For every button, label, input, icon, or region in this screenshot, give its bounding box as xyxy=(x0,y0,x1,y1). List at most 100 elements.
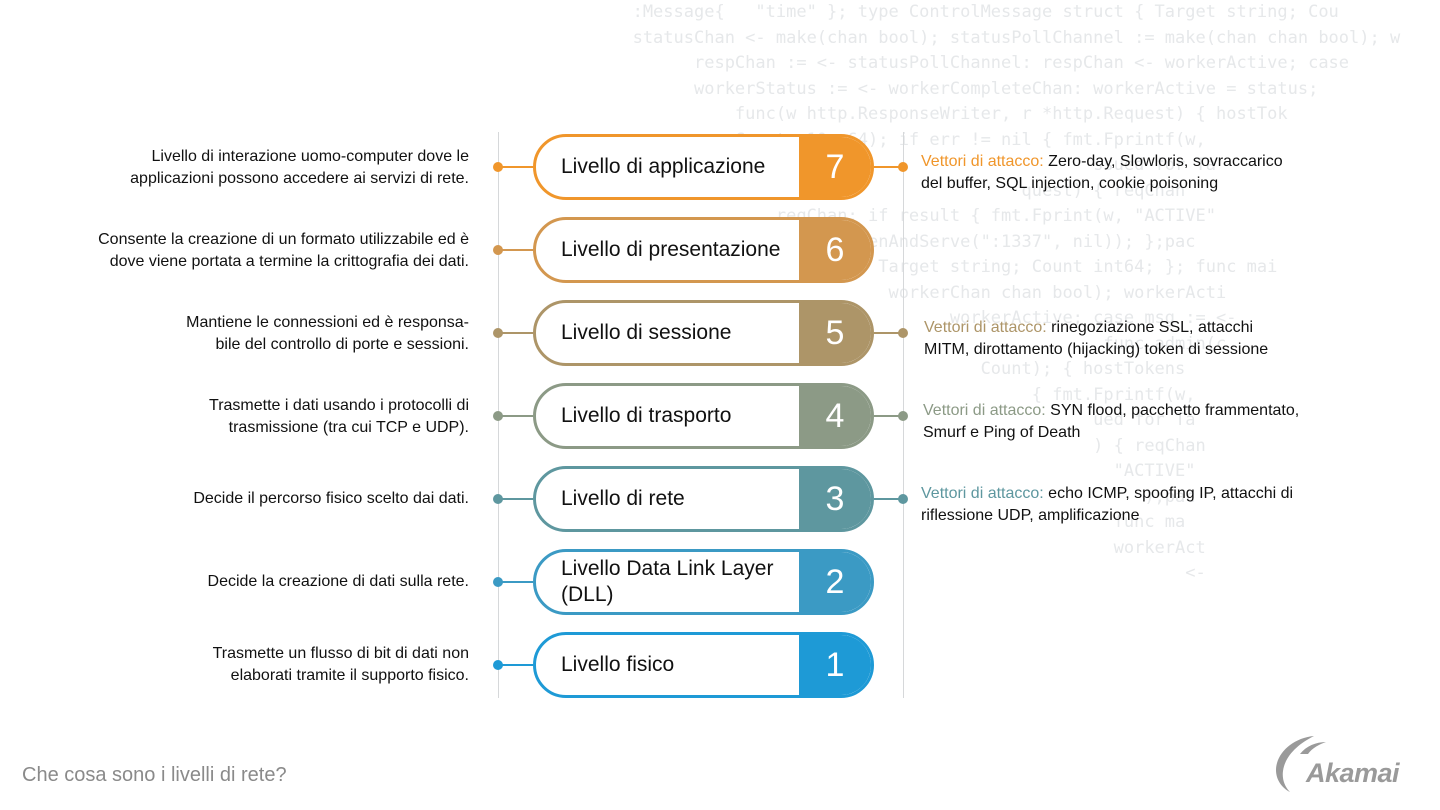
connector-dot-right xyxy=(898,328,908,338)
connector-line-left xyxy=(498,498,533,500)
layer-number-badge: 2 xyxy=(799,552,871,612)
layer-description: Trasmette i dati usando i protocolli di t… xyxy=(9,395,469,439)
layer-number-badge: 5 xyxy=(799,303,871,363)
attack-vectors: Vettori di attacco: Zero-day, Slowloris,… xyxy=(921,151,1361,195)
attack-vectors-text-continued: del buffer, SQL injection, cookie poison… xyxy=(921,175,1219,192)
attack-vectors-label: Vettori di attacco: xyxy=(924,319,1047,336)
layer-1: Livello fisico 1 xyxy=(533,632,874,698)
layer-name: Livello di sessione xyxy=(561,321,732,344)
connector-dot-right xyxy=(898,411,908,421)
attack-vectors: Vettori di attacco: echo ICMP, spoofing … xyxy=(921,483,1361,527)
attack-vectors-line: Vettori di attacco: rinegoziazione SSL, … xyxy=(924,317,1364,339)
attack-vectors-text: SYN flood, pacchetto frammentato, xyxy=(1045,402,1300,419)
connector-line-left xyxy=(498,166,533,168)
attack-vectors: Vettori di attacco: rinegoziazione SSL, … xyxy=(924,317,1364,361)
layer-description-line: Trasmette un flusso di bit di dati non xyxy=(212,645,469,662)
connector-line-right xyxy=(874,415,903,417)
layer-pill: Livello di rete 3 xyxy=(533,466,874,532)
attack-vectors-line: Vettori di attacco: SYN flood, pacchetto… xyxy=(923,400,1363,422)
footer-title: Che cosa sono i livelli di rete? xyxy=(22,764,287,786)
connector-dot-left xyxy=(493,245,503,255)
background-code-line: ued for Ta xyxy=(1093,410,1196,430)
background-code-line: statusChan <- make(chan bool); statusPol… xyxy=(520,27,1401,48)
background-code-line: "ACTIVE" xyxy=(1113,461,1196,481)
background-code-line: func ma xyxy=(1113,512,1186,532)
attack-vectors: Vettori di attacco: SYN flood, pacchetto… xyxy=(923,400,1363,444)
layer-6: Livello di presentazione 6 xyxy=(533,217,874,283)
attack-vectors-line: Vettori di attacco: Zero-day, Slowloris,… xyxy=(921,151,1361,173)
layer-description: Decide la creazione di dati sulla rete. xyxy=(9,571,469,593)
attack-vectors-text-continued: Smurf e Ping of Death xyxy=(923,424,1081,441)
layer-description-line: Decide la creazione di dati sulla rete. xyxy=(207,573,469,590)
layer-3: Livello di rete 3 xyxy=(533,466,874,532)
attack-vectors-label: Vettori di attacco: xyxy=(923,402,1046,419)
layer-description-line: Mantiene le connessioni ed è responsa- xyxy=(186,314,469,331)
layer-name: Livello di trasporto xyxy=(561,404,732,427)
connector-dot-left xyxy=(493,577,503,587)
layer-description: Consente la creazione di un formato util… xyxy=(9,229,469,273)
background-code-line: { fmt.Fprintf(w, xyxy=(1031,384,1196,405)
background-code-line: workerStatus := <- workerCompleteChan: w… xyxy=(520,78,1319,99)
layer-number-badge: 7 xyxy=(799,137,871,197)
connector-line-right xyxy=(874,332,903,334)
attack-vectors-text: echo ICMP, spoofing IP, attacchi di xyxy=(1043,485,1294,502)
layer-description: Mantiene le connessioni ed è responsa-bi… xyxy=(9,312,469,356)
layer-number-badge: 4 xyxy=(799,386,871,446)
background-code-line: ssued for Ta xyxy=(1093,155,1216,175)
layer-description-line: trasmissione (tra cui TCP e UDP). xyxy=(228,419,469,436)
layer-description-line: elaborati tramite il supporto fisico. xyxy=(230,667,469,684)
layer-number-badge: 3 xyxy=(799,469,871,529)
layer-number-badge: 1 xyxy=(799,635,871,695)
background-code-line: Count); { hostTokens xyxy=(520,359,1186,379)
layer-name: Livello di presentazione xyxy=(561,238,781,261)
background-code-line: workerChan chan bool); workerActi xyxy=(520,282,1227,303)
background-code-line: reqChan; if result { fmt.Fprint(w, "ACTI… xyxy=(520,206,1216,226)
connector-line-left xyxy=(498,332,533,334)
background-code-texture: :Message{ "time" }; type ControlMessage … xyxy=(520,0,1440,660)
layer-2: Livello Data Link Layer (DLL)2 xyxy=(533,549,874,615)
connector-dot-left xyxy=(493,162,503,172)
layer-description: Livello di interazione uomo-computer dov… xyxy=(9,146,469,190)
layer-pill: Livello di applicazione 7 xyxy=(533,134,874,200)
attack-vectors-text-continued: riflessione UDP, amplificazione xyxy=(921,507,1140,524)
akamai-wordmark: Akamai xyxy=(1306,758,1400,788)
background-code-line: func admin(c xyxy=(520,333,1227,354)
attack-vectors-text: Zero-day, Slowloris, sovraccarico xyxy=(1043,153,1283,170)
layer-4: Livello di trasporto 4 xyxy=(533,383,874,449)
connector-dot-left xyxy=(493,411,503,421)
connector-dot-left xyxy=(493,494,503,504)
attack-vectors-label: Vettori di attacco: xyxy=(921,153,1044,170)
layer-description-line: Livello di interazione uomo-computer dov… xyxy=(151,148,469,165)
background-code-line: ) { reqChan xyxy=(1093,435,1206,456)
layer-pill: Livello di presentazione 6 xyxy=(533,217,874,283)
akamai-logo: Akamai xyxy=(1270,732,1420,794)
layer-description: Trasmette un flusso di bit di dati non el… xyxy=(9,643,469,687)
connector-line-left xyxy=(498,249,533,251)
layer-name: Livello di applicazione xyxy=(561,155,766,178)
background-code-line: workerAct xyxy=(520,537,1206,558)
background-code-line: workerActive; case msg := <- xyxy=(520,308,1237,328)
connector-dot-left xyxy=(493,660,503,670)
layer-description-line: applicazioni possono accedere ai servizi… xyxy=(130,170,469,187)
layer-description-line: Trasmette i dati usando i protocolli di xyxy=(209,397,469,414)
background-code-line: <- xyxy=(1185,563,1206,583)
attack-vectors-text-continued: MITM, dirottamento (hijacking) token di … xyxy=(924,341,1269,358)
layer-5: Livello di sessione 5 xyxy=(533,300,874,366)
layer-pill: Livello di sessione 5 xyxy=(533,300,874,366)
background-code-line: quest) { reqChan xyxy=(1021,180,1186,201)
layer-number-badge: 6 xyxy=(799,220,871,280)
layer-name: Livello di rete xyxy=(561,487,685,510)
layer-description: Decide il percorso fisico scelto dai dat… xyxy=(9,488,469,510)
connector-line-left xyxy=(498,664,533,666)
connector-line-right xyxy=(874,166,903,168)
background-code-line: );pac xyxy=(1144,486,1196,507)
attack-vectors-line: Vettori di attacco: echo ICMP, spoofing … xyxy=(921,483,1361,505)
connector-line-left xyxy=(498,415,533,417)
connector-dot-left xyxy=(493,328,503,338)
layer-name: Livello fisico xyxy=(561,653,675,676)
connector-dot-right xyxy=(898,162,908,172)
attack-vectors-text: rinegoziazione SSL, attacchi xyxy=(1046,319,1254,336)
background-code-line: :Message{ "time" }; type ControlMessage … xyxy=(520,2,1339,22)
layer-description-line: bile del controllo di porte e sessioni. xyxy=(215,336,469,353)
attack-vectors-label: Vettori di attacco: xyxy=(921,485,1044,502)
